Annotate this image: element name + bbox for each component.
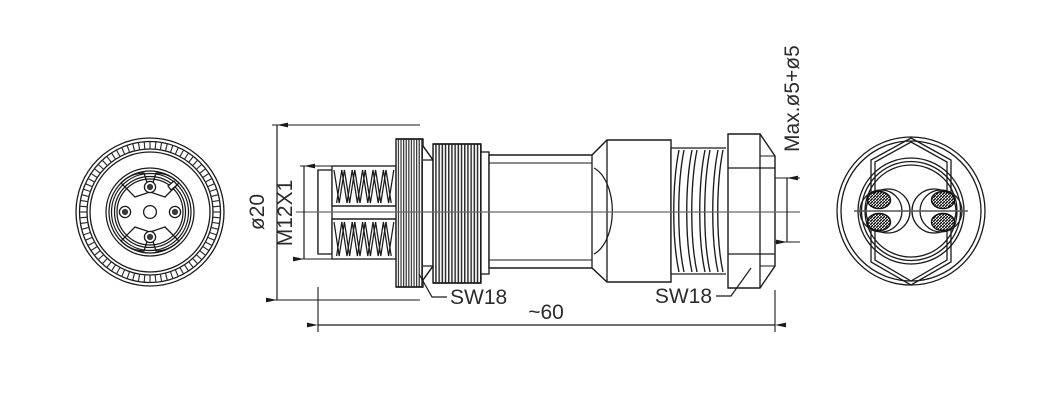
dim-label-thread: M12X1 — [274, 180, 297, 247]
sw18-hex-gland-nut — [727, 133, 776, 289]
dimension-annotations: ø20 M12X1 Max.ø5+ø5 ~60 SW18 SW18 — [246, 45, 804, 332]
leader-sw18-left: SW18 — [418, 273, 507, 309]
insulator-rings — [105, 167, 195, 257]
sw18-hex-flange-left — [395, 138, 434, 288]
connector-body-barrel — [488, 139, 672, 283]
center-side-elevation-view — [296, 133, 800, 289]
contact-pins — [118, 180, 182, 244]
shell-knurl-teeth — [79, 141, 221, 283]
dim-label-overall-length: ~60 — [528, 301, 564, 324]
knurled-coupling-nut — [432, 143, 490, 284]
dim-outer-diameter: ø20 — [246, 122, 420, 303]
left-front-face-view — [75, 137, 225, 287]
leader-sw18-right: SW18 — [655, 267, 752, 308]
dim-cable-entry-max: Max.ø5+ø5 — [775, 45, 804, 245]
label-sw18-right: SW18 — [655, 285, 712, 308]
dim-label-cable-entry: Max.ø5+ø5 — [781, 45, 804, 152]
label-sw18-left: SW18 — [450, 286, 507, 309]
right-rear-face-view — [836, 136, 986, 286]
center-guide-hole — [142, 204, 158, 220]
keyway-notch — [167, 180, 178, 191]
dim-thread-m12: M12X1 — [274, 163, 340, 262]
dim-label-outer-diameter: ø20 — [246, 194, 269, 230]
dim-overall-length: ~60 — [307, 287, 786, 332]
gland-thread-section — [670, 147, 728, 275]
contact-carrier-x-web — [120, 172, 180, 252]
